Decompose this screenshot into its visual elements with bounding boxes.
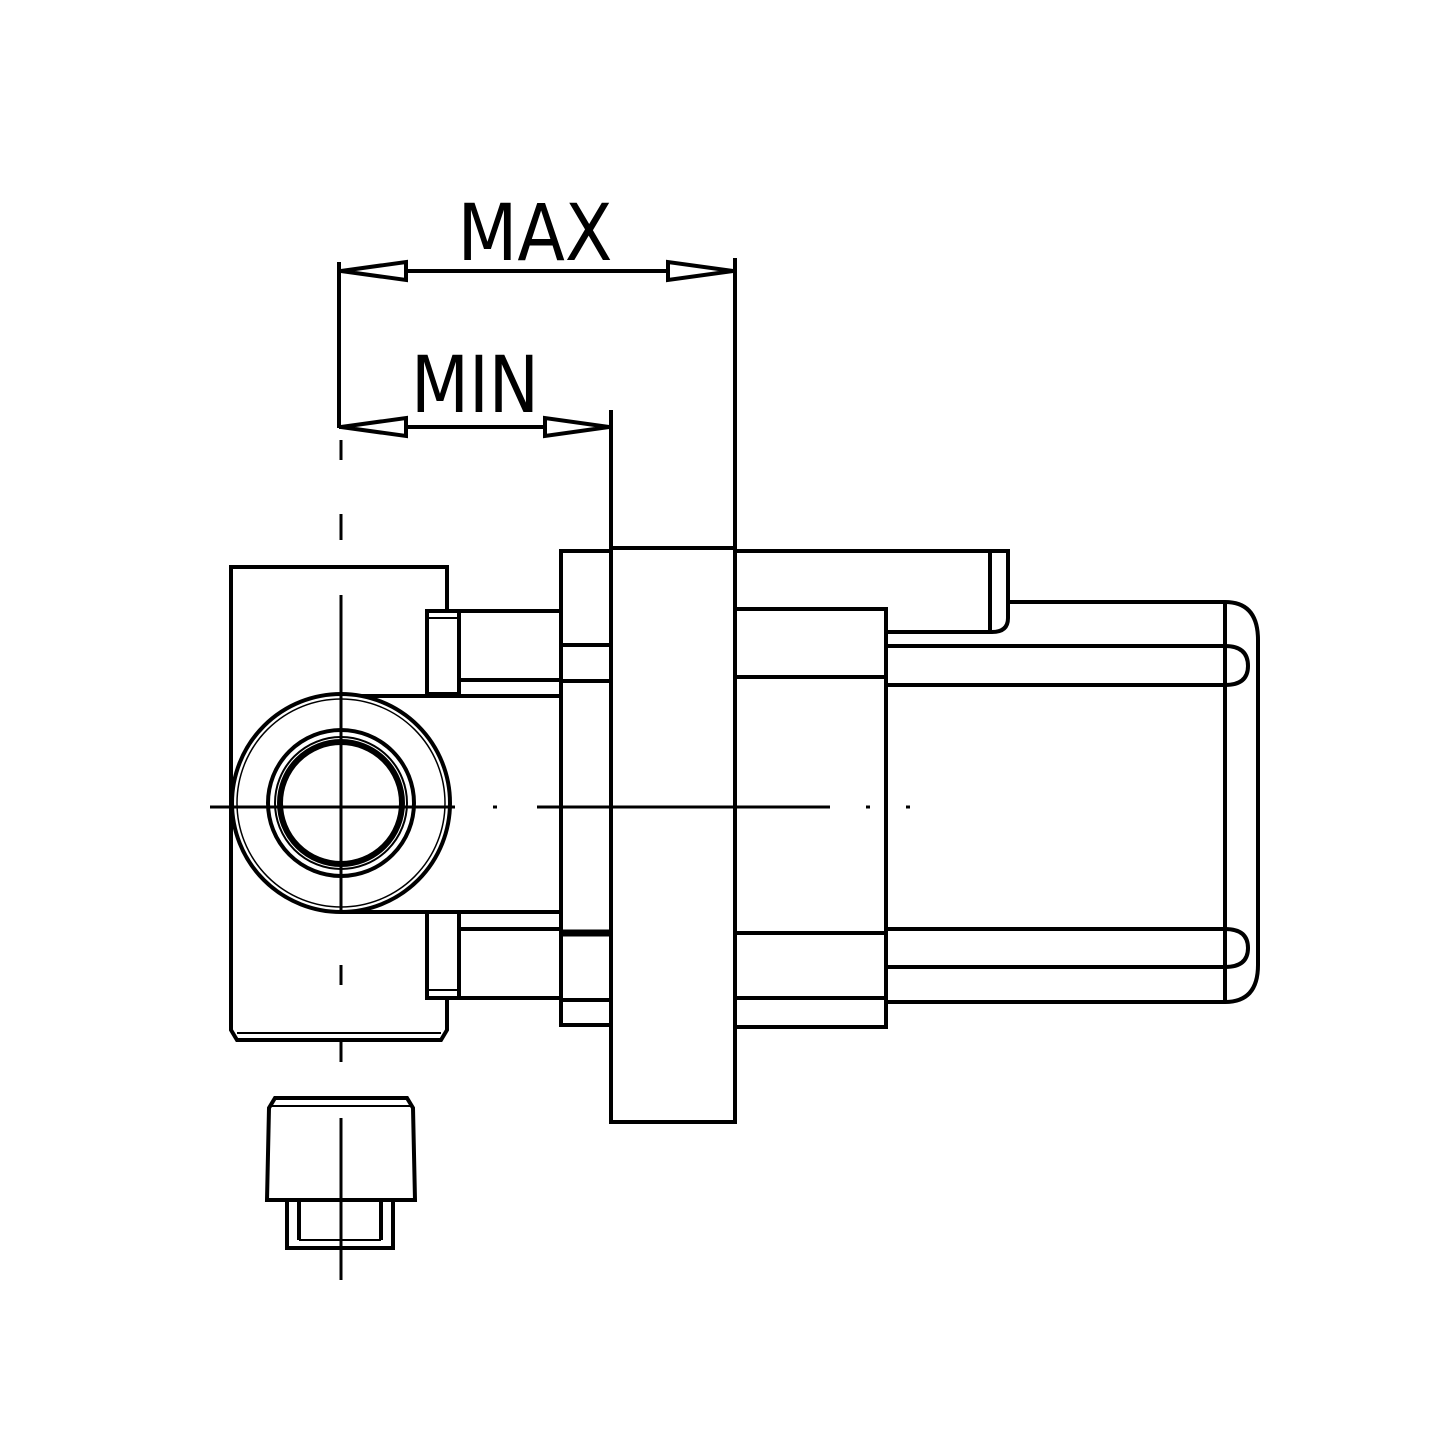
max-arrow-left — [340, 259, 408, 283]
hex-body — [733, 607, 888, 1029]
min-label: MIN — [411, 341, 539, 431]
min-dimension: MIN — [339, 341, 613, 548]
min-arrow-left — [340, 415, 408, 439]
inlet-port — [210, 692, 455, 914]
min-arrow-right — [543, 415, 610, 439]
valve-body — [229, 565, 560, 1042]
mounting-flange — [559, 546, 737, 1124]
cap-part — [264, 1096, 418, 1250]
max-dimension: MAX — [337, 189, 737, 548]
max-arrow-right — [666, 259, 734, 283]
cartridge-sleeve — [886, 600, 1260, 1004]
max-label: MAX — [458, 189, 613, 279]
top-lug — [735, 549, 1010, 634]
